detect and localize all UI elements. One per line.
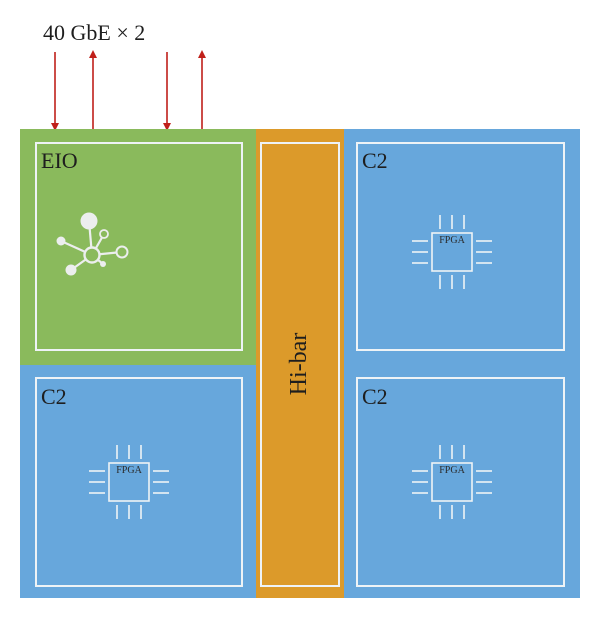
hibar-label: Hi-bar [286,333,312,396]
fpga-chip-icon: FPGA [89,445,169,519]
hibar-inner-frame [260,142,340,587]
c2-bottom-right-inner-frame [356,377,565,587]
fpga-chip-icon: FPGA [412,445,492,519]
c2-module-bottom-left: C2 FPGA [20,365,258,598]
eio-module: EIO [20,129,258,365]
fpga-chip-label: FPGA [439,235,465,246]
c2-module-bottom-right: C2 FPGA [344,365,580,598]
c2-bottom-right-label: C2 [362,384,388,409]
io-arrows [51,50,206,131]
link-speed-label: 40 GbE × 2 [43,20,145,45]
hibar-background [256,129,344,598]
c2-top-right-background [344,129,580,365]
fpga-chip-label: FPGA [439,465,465,476]
eio-inner-frame [35,142,243,351]
hibar-module: Hi-bar [256,129,344,598]
c2-bottom-left-inner-frame [35,377,243,587]
eio-background [20,129,258,365]
c2-bottom-left-background [20,365,258,598]
eio-label: EIO [41,148,78,173]
c2-top-right-label: C2 [362,148,388,173]
fpga-chip-icon: FPGA [412,215,492,289]
c2-top-right-inner-frame [356,142,565,351]
c2-bottom-left-label: C2 [41,384,67,409]
c2-bottom-right-background [344,365,580,598]
c2-module-top-right: C2 FPGA [344,129,580,365]
network-hub-icon [56,212,129,276]
fpga-chip-label: FPGA [116,465,142,476]
